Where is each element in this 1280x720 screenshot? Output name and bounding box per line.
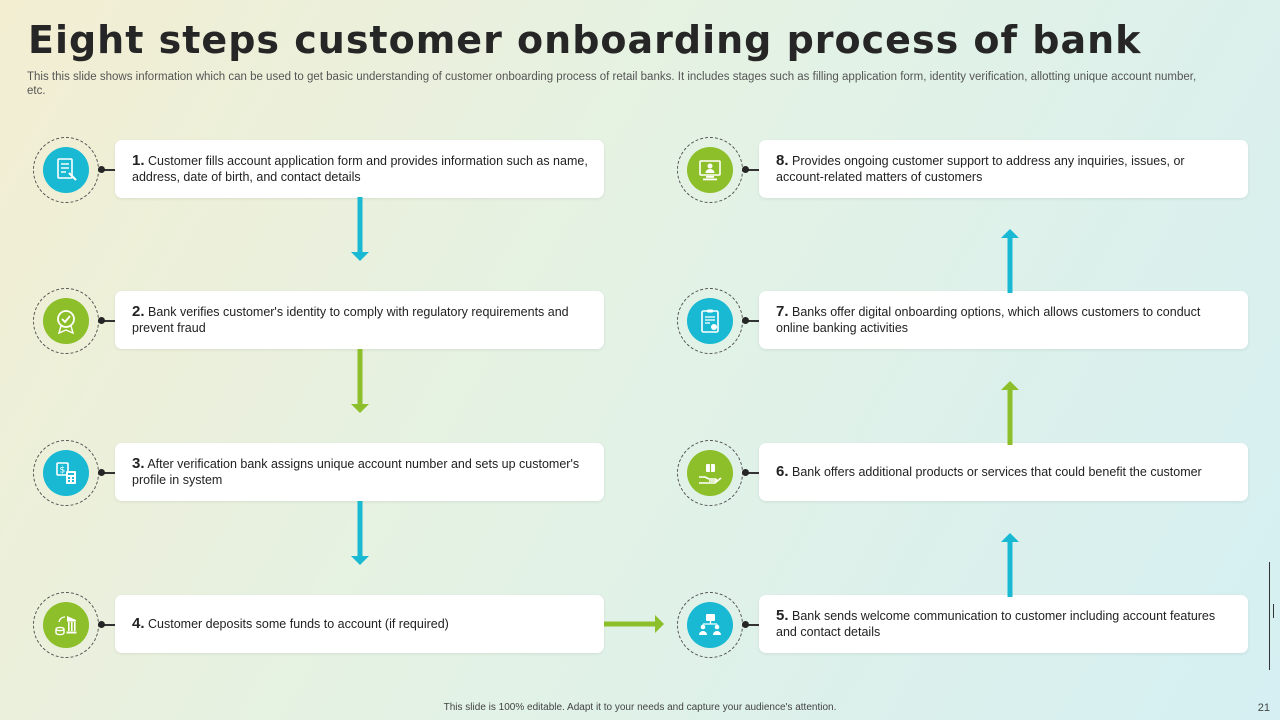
step-6-box: 6. Bank offers additional products or se… [759,443,1248,501]
step-4-box: 4. Customer deposits some funds to accou… [115,595,604,653]
arrow-up-step7-to-step8 [1001,229,1019,293]
step-1-icon-ring [33,137,99,203]
step-6-icon-ring [677,440,743,506]
scrollbar-thumb[interactable] [1273,604,1274,618]
step-3-number: 3. [132,455,145,472]
step-6-text: Bank offers additional products or servi… [792,465,1202,479]
digital-onboarding-icon [687,298,733,344]
step-2-icon-ring [33,288,99,354]
offer-hand-icon [687,450,733,496]
step-7-text: Banks offer digital onboarding options, … [776,305,1201,335]
step-1-text: Customer fills account application form … [132,154,588,184]
step-7-number: 7. [776,303,789,320]
step-4-number: 4. [132,615,145,632]
slide-title: Eight steps customer onboarding process … [28,18,1142,62]
slide-subtitle: This this slide shows information which … [27,71,1197,97]
deposit-bank-icon [43,602,89,648]
step-8-text: Provides ongoing customer support to add… [776,154,1185,184]
footer-note: This slide is 100% editable. Adapt it to… [443,702,837,713]
step-5-icon-ring [677,592,743,658]
step-5-text: Bank sends welcome communication to cust… [776,609,1216,639]
step-2-number: 2. [132,303,145,320]
step-3-text: After verification bank assigns unique a… [132,457,580,487]
account-calculator-icon: $ [43,450,89,496]
step-4-text: Customer deposits some funds to account … [148,617,449,631]
arrow-up-step6-to-step7 [1001,381,1019,445]
page-number: 21 [1257,702,1270,714]
step-6-number: 6. [776,463,789,480]
verified-badge-icon [43,298,89,344]
step-8-icon-ring [677,137,743,203]
arrow-down-step2-to-step3 [351,349,369,413]
step-2-text: Bank verifies customer's identity to com… [132,305,569,335]
arrow-down-step3-to-step4 [351,501,369,565]
scrollbar-track[interactable] [1269,562,1270,670]
arrow-right-step4-to-step5 [604,615,664,633]
step-1-box: 1. Customer fills account application fo… [115,140,604,198]
step-5-number: 5. [776,607,789,624]
arrow-down-step1-to-step2 [351,197,369,261]
support-monitor-icon [687,147,733,193]
step-8-number: 8. [776,152,789,169]
step-5-box: 5. Bank sends welcome communication to c… [759,595,1248,653]
step-3-icon-ring: $ [33,440,99,506]
step-8-box: 8. Provides ongoing customer support to … [759,140,1248,198]
arrow-up-step5-to-step6 [1001,533,1019,597]
step-7-box: 7. Banks offer digital onboarding option… [759,291,1248,349]
application-form-icon [43,147,89,193]
communication-network-icon [687,602,733,648]
svg-text:$: $ [60,466,66,476]
step-2-box: 2. Bank verifies customer's identity to … [115,291,604,349]
step-3-box: 3. After verification bank assigns uniqu… [115,443,604,501]
step-7-icon-ring [677,288,743,354]
step-1-number: 1. [132,152,145,169]
step-4-icon-ring [33,592,99,658]
